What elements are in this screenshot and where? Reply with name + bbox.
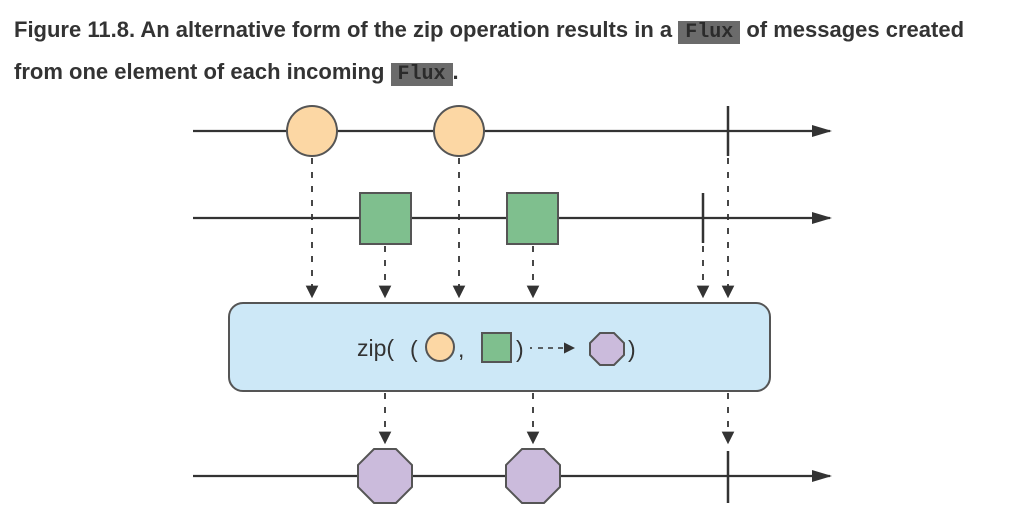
caption-code-flux-2: Flux xyxy=(390,63,453,86)
zip-operator: zip( ( , ) ) xyxy=(228,302,771,392)
caption-middle: of messages created from one element of … xyxy=(14,17,965,84)
output-arrows xyxy=(378,393,735,445)
circle-element xyxy=(286,105,338,157)
operator-square-symbol xyxy=(481,332,512,363)
operator-label: zip( xyxy=(357,335,394,361)
caption-code-flux-1: Flux xyxy=(678,21,741,44)
square-element xyxy=(359,192,412,245)
caption-suffix: . xyxy=(452,59,459,84)
input-flux-1 xyxy=(193,105,832,157)
comma: , xyxy=(458,336,464,362)
open-paren: ( xyxy=(410,336,418,362)
caption-prefix: Figure 11.8. An alternative form of the … xyxy=(14,17,679,42)
input-arrows xyxy=(305,158,735,299)
octagon-element xyxy=(357,448,413,504)
operator-circle-symbol xyxy=(425,332,455,362)
square-element xyxy=(506,192,559,245)
circle-element xyxy=(433,105,485,157)
input-flux-2 xyxy=(193,192,832,245)
figure-caption: Figure 11.8. An alternative form of the … xyxy=(14,10,1004,94)
close-paren: ) xyxy=(516,336,524,362)
final-paren: ) xyxy=(628,336,636,362)
output-flux xyxy=(193,448,832,504)
octagon-element xyxy=(505,448,561,504)
operator-octagon-symbol xyxy=(589,332,625,366)
